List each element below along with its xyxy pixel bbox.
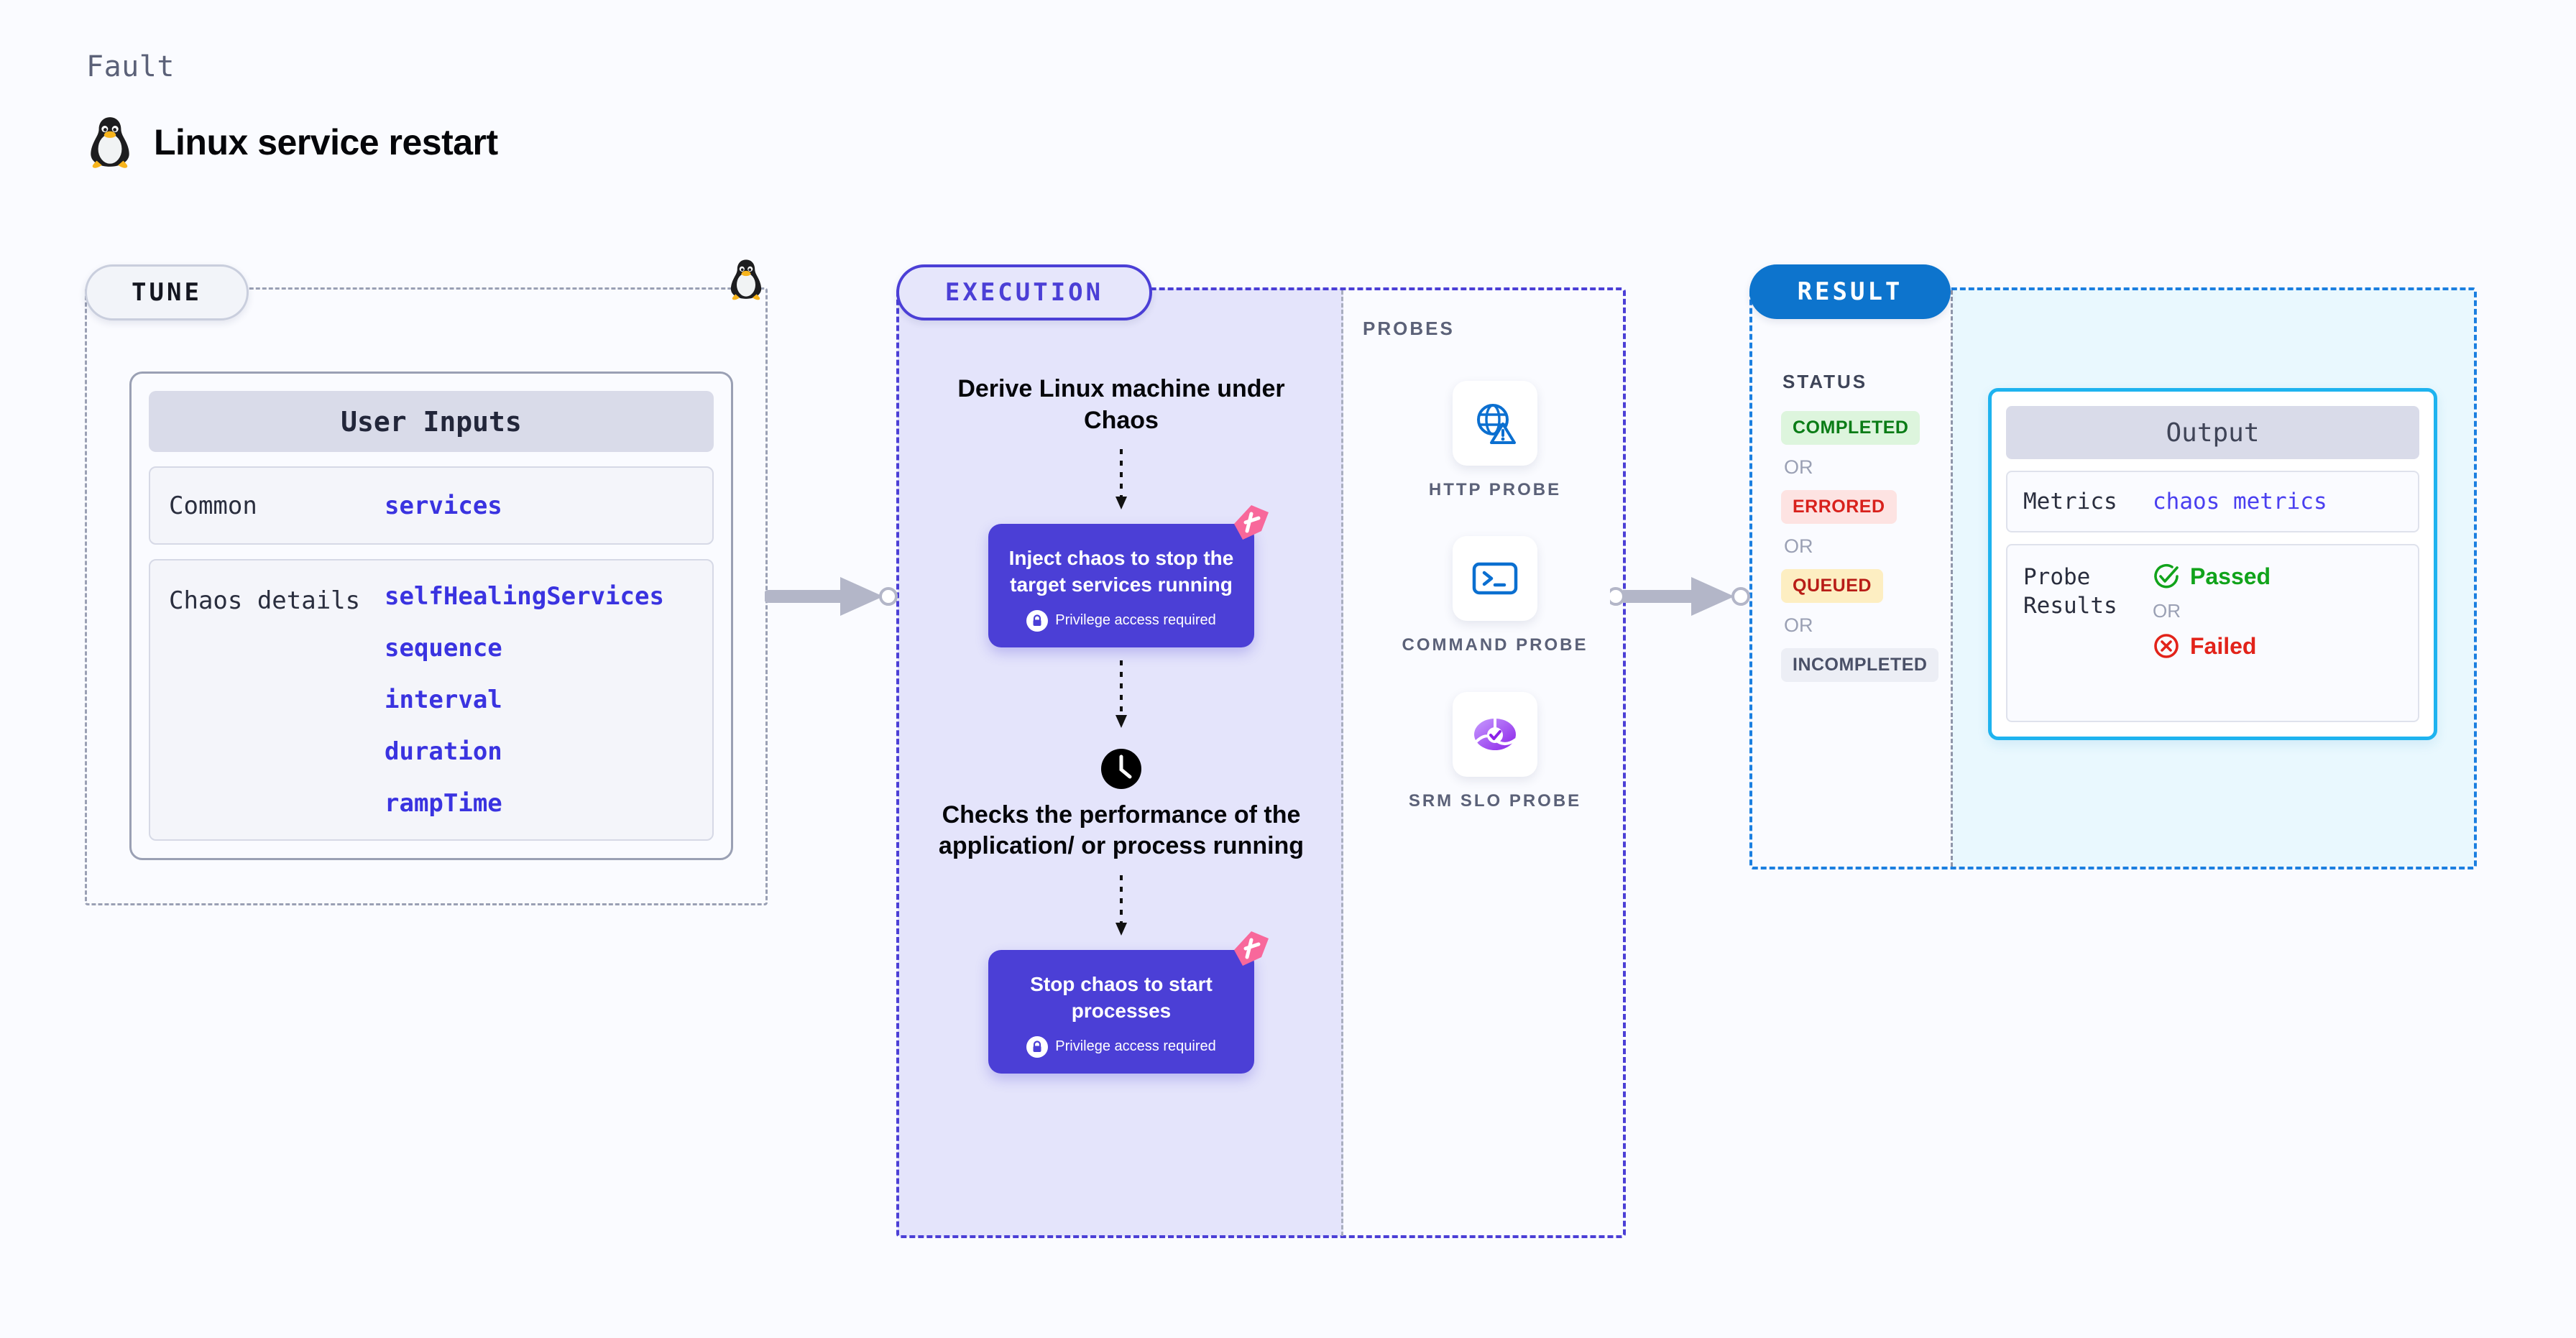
common-label: Common — [169, 491, 257, 520]
check-circle-icon — [2154, 563, 2179, 589]
page-kicker: Fault — [86, 50, 175, 83]
flow-arrow-icon — [1116, 449, 1127, 510]
result-badge: RESULT — [1749, 264, 1951, 319]
output-probe-results-row: Probe Results Passed OR Failed — [2006, 544, 2419, 722]
probes-divider — [1341, 290, 1343, 1236]
slo-gauge-icon — [1473, 718, 1517, 750]
probe-srm-slo-tile — [1453, 691, 1537, 777]
globe-warning-icon — [1477, 404, 1516, 444]
probe-result-failed: Failed — [2153, 632, 2271, 660]
clock-icon — [1101, 748, 1141, 789]
tux-penguin-icon — [91, 117, 129, 168]
execution-flow: Derive Linux machine under Chaos Inject … — [927, 374, 1315, 1074]
probes-list: HTTP PROBE COMMAND PROBE — [1387, 381, 1603, 813]
chaos-details-values: selfHealingServices sequence interval du… — [385, 582, 664, 818]
page-title-row: Linux service restart — [86, 115, 498, 170]
output-probe-label: Probe Results — [2023, 564, 2117, 619]
output-metrics-value[interactable]: chaos metrics — [2153, 489, 2327, 515]
chaos-details-label: Chaos details — [169, 586, 361, 615]
probe-command-label: COMMAND PROBE — [1402, 635, 1588, 655]
step-inject-privilege-note: Privilege access required — [1006, 609, 1237, 632]
param-self-healing-services[interactable]: selfHealingServices — [385, 582, 664, 611]
user-inputs-heading: User Inputs — [149, 391, 714, 453]
status-list: COMPLETED OR ERRORED OR QUEUED OR INCOMP… — [1781, 411, 1939, 682]
output-metrics-row: Metrics chaos metrics — [2006, 471, 2419, 532]
connector-arrow-tune-to-execution — [765, 577, 898, 616]
param-services[interactable]: services — [385, 491, 502, 520]
result-panel — [1749, 287, 2477, 869]
step-stop-title: Stop chaos to start processes — [1030, 972, 1213, 1022]
lock-icon — [1026, 609, 1049, 632]
status-divider — [1951, 290, 1953, 867]
probe-http[interactable]: HTTP PROBE — [1387, 381, 1603, 502]
tune-badge: TUNE — [85, 264, 249, 320]
status-or-2: OR — [1784, 535, 1813, 557]
x-circle-icon — [2154, 634, 2179, 658]
output-card: Output Metrics chaos metrics Probe Resul… — [1988, 388, 2437, 740]
flow-arrow-icon — [1116, 875, 1127, 936]
probe-http-tile — [1453, 381, 1537, 466]
param-ramp-time[interactable]: rampTime — [385, 789, 502, 818]
tux-penguin-icon — [730, 259, 762, 300]
probe-result-passed-label: Passed — [2190, 563, 2271, 589]
status-badge-completed: COMPLETED — [1781, 411, 1920, 445]
step-stop-privilege-text: Privilege access required — [1055, 1038, 1216, 1055]
common-values: services — [385, 492, 502, 520]
param-interval[interactable]: interval — [385, 686, 502, 714]
probe-srm-slo-label: SRM SLO PROBE — [1408, 790, 1582, 811]
terminal-icon — [1472, 563, 1518, 595]
probe-result-passed: Passed — [2153, 563, 2271, 590]
status-badge-queued: QUEUED — [1781, 569, 1883, 603]
status-or-1: OR — [1784, 456, 1813, 478]
probe-command-tile — [1453, 536, 1537, 622]
step-inject-privilege-text: Privilege access required — [1055, 612, 1216, 629]
harness-logo-icon — [1234, 931, 1269, 966]
status-or-3: OR — [1784, 614, 1813, 636]
step-stop-chaos-box[interactable]: Stop chaos to start processes Privilege … — [988, 931, 1269, 1074]
step-checks-label: Checks the performance of the applicatio… — [938, 801, 1305, 860]
execution-panel — [896, 287, 1626, 1238]
status-badge-incompleted: INCOMPLETED — [1781, 648, 1939, 682]
probe-command[interactable]: COMMAND PROBE — [1387, 536, 1603, 657]
execution-badge: EXECUTION — [896, 264, 1152, 320]
param-sequence[interactable]: sequence — [385, 634, 502, 663]
flow-arrow-icon — [1116, 660, 1127, 728]
output-probe-values: Passed OR Failed — [2153, 563, 2271, 703]
connector-arrow-execution-to-result — [1610, 577, 1750, 616]
status-badge-errored: ERRORED — [1781, 490, 1897, 524]
probe-result-failed-label: Failed — [2190, 632, 2257, 659]
probes-heading: PROBES — [1363, 318, 1455, 339]
common-params-row: Common services — [149, 466, 714, 545]
step-stop-privilege-note: Privilege access required — [1006, 1035, 1237, 1058]
probe-srm-slo[interactable]: SRM SLO PROBE — [1387, 691, 1603, 813]
step-inject-title: Inject chaos to stop the target services… — [1008, 547, 1234, 596]
output-heading: Output — [2006, 406, 2419, 459]
status-heading: STATUS — [1782, 371, 1868, 392]
probe-result-or: OR — [2153, 600, 2181, 622]
lock-icon — [1026, 1035, 1049, 1058]
harness-logo-icon — [1234, 505, 1269, 540]
page-title: Linux service restart — [154, 122, 498, 162]
chaos-details-row: Chaos details selfHealingServices sequen… — [149, 559, 714, 841]
step-derive-label: Derive Linux machine under Chaos — [957, 375, 1285, 434]
output-metrics-label: Metrics — [2023, 488, 2117, 515]
param-duration[interactable]: duration — [385, 737, 502, 766]
probe-http-label: HTTP PROBE — [1428, 480, 1562, 499]
user-inputs-card: User Inputs Common services Chaos detail… — [129, 372, 733, 860]
step-inject-chaos-box[interactable]: Inject chaos to stop the target services… — [988, 505, 1269, 647]
